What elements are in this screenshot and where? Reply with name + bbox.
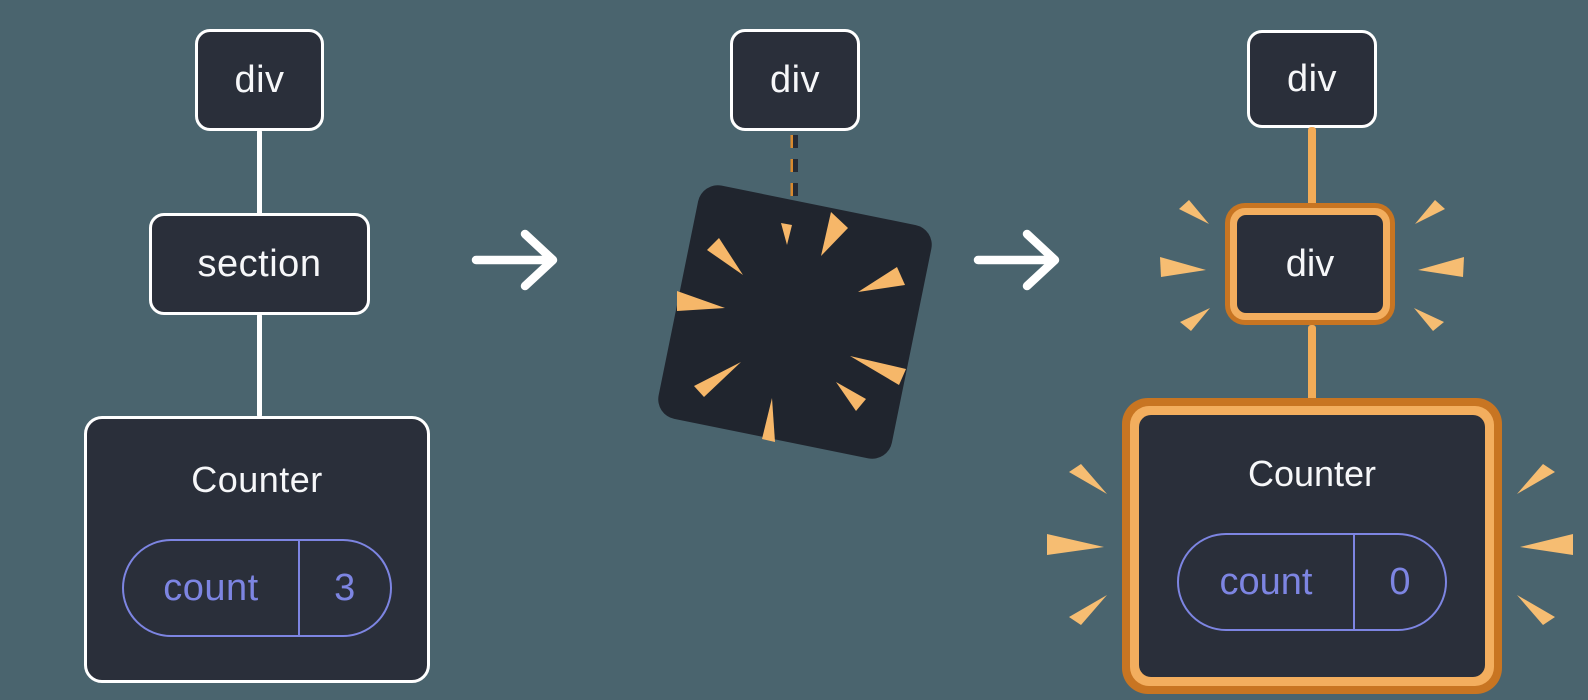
node-label: div bbox=[234, 58, 285, 101]
after-root-div-node: div bbox=[1247, 30, 1377, 128]
state-value: 0 bbox=[1389, 560, 1411, 603]
state-pill: count 3 bbox=[122, 539, 392, 637]
after-counter-node-highlighted: Counter count 0 bbox=[1122, 398, 1502, 694]
state-pill: count 0 bbox=[1177, 533, 1447, 631]
state-label: count bbox=[124, 541, 300, 635]
counter-title: Counter bbox=[191, 459, 323, 500]
arrow-right-icon bbox=[471, 229, 558, 291]
state-label: count bbox=[1179, 535, 1355, 629]
node-label: div bbox=[1286, 57, 1338, 100]
connector-line-highlighted bbox=[1308, 127, 1316, 206]
state-value: 3 bbox=[334, 566, 356, 609]
node-label: div bbox=[769, 58, 821, 101]
recreate-sparks-icon bbox=[1047, 200, 1573, 625]
before-root-div-node: div bbox=[195, 29, 324, 131]
counter-title: Counter bbox=[1247, 453, 1377, 494]
exploding-node-icon bbox=[658, 185, 932, 459]
connector-line bbox=[257, 130, 262, 215]
explosion-sparks bbox=[677, 212, 906, 442]
arrow-right-icon bbox=[973, 229, 1060, 291]
connector-line bbox=[257, 314, 262, 417]
before-section-node: section bbox=[149, 213, 370, 315]
connector-line-highlighted bbox=[1308, 325, 1316, 401]
after-div-node-highlighted: div bbox=[1225, 203, 1395, 325]
transition-root-div-node: div bbox=[730, 29, 860, 131]
before-counter-node: Counter count 3 bbox=[84, 416, 430, 683]
node-label: div bbox=[1285, 242, 1335, 285]
node-label: section bbox=[197, 242, 322, 285]
